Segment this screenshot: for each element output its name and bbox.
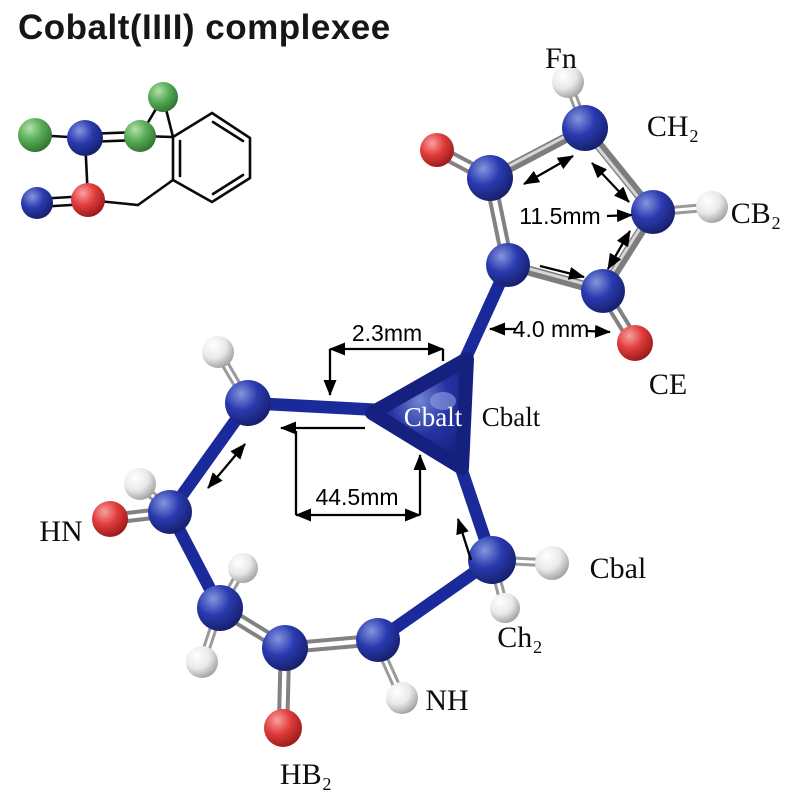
blue-atom <box>467 155 513 201</box>
white-atom <box>202 336 234 368</box>
white-atom <box>552 66 584 98</box>
blue-atom <box>262 625 308 671</box>
green-atom <box>18 118 52 152</box>
white-atom <box>696 191 728 223</box>
bond-arrow <box>607 230 631 270</box>
white-atom <box>535 546 569 580</box>
white-atom <box>386 682 418 714</box>
label-fn: Fn <box>545 42 577 75</box>
blue-atom <box>356 618 400 662</box>
blue-atom <box>21 187 53 219</box>
blue-atom <box>67 120 103 156</box>
benzene-double-bond <box>211 120 245 143</box>
bond-arrow <box>207 443 246 489</box>
label-nh: NH <box>425 684 468 717</box>
measurement-4-0mm: 4.0 mm <box>513 316 590 342</box>
blue-atom <box>486 243 530 287</box>
label-ce: CE <box>649 368 687 401</box>
blue-atom <box>562 105 608 151</box>
benzene-ring <box>171 111 252 204</box>
page-title: Cobalt(IIII) complexee <box>18 8 391 47</box>
label-ch2-bottom: Ch₂ <box>497 621 542 654</box>
red-atom <box>420 133 454 167</box>
annotations <box>207 155 633 561</box>
white-atom <box>228 553 258 583</box>
bond-arrow <box>456 518 473 561</box>
label-hn: HN <box>39 515 82 548</box>
measurement-11-5mm: 11.5mm <box>519 203 600 229</box>
blue-atom <box>631 190 675 234</box>
white-atom <box>124 468 156 500</box>
label-cbal: Cbal <box>590 552 647 585</box>
label-cbalt-white: Cbalt <box>404 402 463 432</box>
label-hb2: HB₂ <box>280 758 332 791</box>
red-atom <box>92 501 128 537</box>
atom-labels: Fn CH₂ CB₂ CE Cbalt Cbalt Cbal Ch₂ NH HB… <box>39 42 781 791</box>
blue-atom <box>468 536 516 584</box>
triangle-highlight <box>430 392 456 410</box>
sketch-bond <box>136 178 175 207</box>
structure-sketch-2d <box>18 82 252 219</box>
green-atom <box>148 82 178 112</box>
bond-arrow <box>539 264 585 280</box>
cobalt-triangle <box>365 352 474 475</box>
measurement-44-5mm: 44.5mm <box>315 484 398 510</box>
dim-pointer-4-0mm <box>586 324 611 338</box>
label-cb2: CB₂ <box>731 197 781 230</box>
red-atom <box>71 183 105 217</box>
bond-arrow <box>591 162 630 203</box>
cobalt-center <box>365 352 474 475</box>
white-atom <box>186 646 218 678</box>
red-atom <box>264 709 302 747</box>
measurement-2-3mm: 2.3mm <box>352 320 422 346</box>
blue-atom <box>197 585 243 631</box>
benzene-double-bond <box>211 173 245 196</box>
bond-arrow <box>523 155 574 185</box>
red-atom <box>617 325 653 361</box>
green-atom <box>124 120 156 152</box>
measurement-labels: 11.5mm 2.3mm 44.5mm 4.0 mm <box>315 203 600 510</box>
blue-atom <box>225 380 271 426</box>
atoms <box>92 66 728 747</box>
white-atom <box>490 593 520 623</box>
blue-atom <box>148 490 192 534</box>
dim-pointer-11-5mm <box>606 209 633 223</box>
label-ch2-top: CH₂ <box>647 110 699 143</box>
blue-atom <box>581 269 625 313</box>
label-cbalt-black: Cbalt <box>482 402 541 432</box>
